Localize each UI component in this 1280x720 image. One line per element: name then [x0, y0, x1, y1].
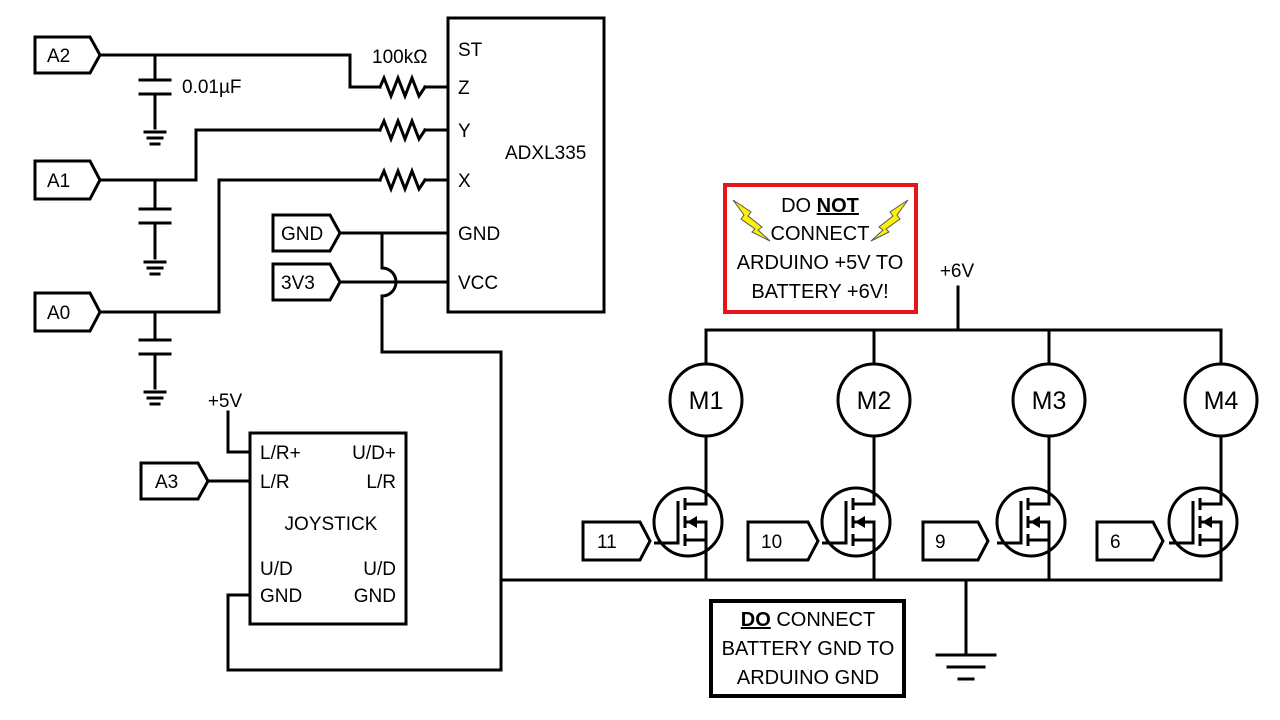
joystick-module: L/R+ U/D+ L/R L/R JOYSTICK U/D U/D GND G…	[248, 431, 408, 626]
ground-symbol-a1	[143, 260, 167, 276]
port-label-pin-11: 11	[597, 532, 617, 553]
accelerometer-pin-vcc: VCC	[458, 273, 498, 294]
resistor-z	[378, 73, 428, 101]
warning-line-1-emphasis: NOT	[817, 195, 859, 217]
warning-box: DO NOT CONNECT ARDUINO +5V TO BATTERY +6…	[723, 183, 918, 314]
port-label-pin-6: 6	[1110, 532, 1121, 553]
joystick-pin-lr-right: L/R	[366, 472, 396, 493]
capacitor-a2	[138, 78, 172, 96]
port-tag-gnd: GND	[271, 213, 342, 253]
instruction-line-2: BATTERY GND TO	[722, 638, 895, 660]
ground-symbol-battery	[935, 653, 997, 681]
motor-m1: M1	[668, 362, 744, 438]
lightning-bolt-right-icon	[870, 199, 909, 242]
instruction-line-3: ARDUINO GND	[737, 667, 879, 689]
port-label-a1: A1	[47, 171, 70, 192]
port-label-a0: A0	[47, 303, 70, 324]
joystick-pin-ud-right: U/D	[363, 559, 396, 580]
port-tag-pin-6: 6	[1095, 520, 1165, 562]
ground-symbol-a0	[143, 390, 167, 406]
port-label-pin-10: 10	[761, 532, 782, 553]
joystick-pin-gnd-right: GND	[354, 586, 396, 607]
warning-line-1-prefix: DO	[781, 195, 817, 217]
instruction-line-1-suffix: CONNECT	[771, 609, 875, 631]
motor-m3: M3	[1011, 362, 1087, 438]
motor-label-m3: M3	[1032, 387, 1067, 415]
port-label-a2: A2	[47, 46, 70, 67]
accelerometer-pin-z: Z	[458, 78, 470, 99]
accelerometer-name: ADXL335	[505, 143, 586, 164]
joystick-pin-lr-left: L/R	[260, 472, 290, 493]
capacitor-value-label: 0.01µF	[182, 77, 242, 98]
accelerometer-pin-gnd: GND	[458, 224, 500, 245]
accelerometer-pin-st: ST	[458, 40, 483, 61]
accelerometer-pin-x: X	[458, 171, 471, 192]
warning-line-1: DO NOT	[781, 195, 859, 217]
instruction-border	[709, 599, 906, 698]
joystick-pin-lr-plus: L/R+	[260, 443, 301, 464]
joystick-pin-ud-plus: U/D+	[352, 443, 396, 464]
joystick-pin-ud-left: U/D	[260, 559, 293, 580]
motor-label-m4: M4	[1204, 387, 1239, 415]
resistor-value-label: 100kΩ	[372, 47, 427, 68]
instruction-box: DO CONNECT BATTERY GND TO ARDUINO GND	[709, 599, 906, 698]
resistor-y	[378, 116, 428, 144]
ground-symbols	[143, 130, 997, 681]
instruction-line-1-emphasis: DO	[741, 609, 771, 631]
motors: M1 M2 M3 M4	[668, 362, 1259, 438]
motor-m4: M4	[1183, 362, 1259, 438]
instruction-line-1: DO CONNECT	[741, 609, 875, 631]
capacitor-a1	[138, 207, 172, 225]
capacitors: 0.01µF	[138, 77, 242, 356]
ground-symbol-a2	[143, 130, 167, 146]
port-tag-a1: A1	[33, 159, 102, 201]
port-tag-pin-9: 9	[921, 520, 990, 562]
port-tag-3v3: 3V3	[271, 262, 342, 302]
resistor-x	[378, 166, 428, 194]
motor-label-m2: M2	[857, 387, 892, 415]
port-label-gnd: GND	[281, 224, 323, 245]
motor-label-m1: M1	[689, 387, 724, 415]
resistors: 100kΩ	[372, 47, 428, 194]
port-label-pin-9: 9	[935, 532, 946, 553]
port-label-3v3: 3V3	[281, 273, 315, 294]
accelerometer-module: ST Z Y X GND VCC ADXL335	[446, 16, 606, 314]
lightning-bolt-left-icon	[732, 199, 771, 242]
supply-label-6v: +6V	[940, 261, 975, 282]
mosfet-q2	[820, 486, 892, 558]
supply-label-5v: +5V	[208, 391, 243, 412]
port-tags: A2 A1 A0 GND 3V3 A3 11 10	[33, 35, 1165, 562]
port-tag-a3: A3	[139, 461, 210, 501]
warning-line-2: CONNECT	[771, 223, 870, 245]
joystick-name: JOYSTICK	[285, 514, 378, 535]
warning-line-3: ARDUINO +5V TO	[737, 252, 904, 274]
port-tag-pin-10: 10	[746, 520, 820, 562]
port-label-a3: A3	[155, 472, 178, 493]
port-tag-a2: A2	[33, 35, 102, 75]
accelerometer-pin-y: Y	[458, 121, 471, 142]
joystick-pin-gnd-left: GND	[260, 586, 302, 607]
mosfet-q4	[1167, 486, 1239, 558]
capacitor-a0	[138, 338, 172, 356]
motor-m2: M2	[836, 362, 912, 438]
warning-border	[723, 183, 918, 314]
mosfet-q1	[652, 486, 724, 558]
mosfet-q3	[995, 486, 1067, 558]
warning-line-4: BATTERY +6V!	[751, 281, 888, 303]
port-tag-pin-11: 11	[581, 520, 652, 562]
port-tag-a0: A0	[33, 291, 102, 333]
wires	[98, 53, 1223, 672]
